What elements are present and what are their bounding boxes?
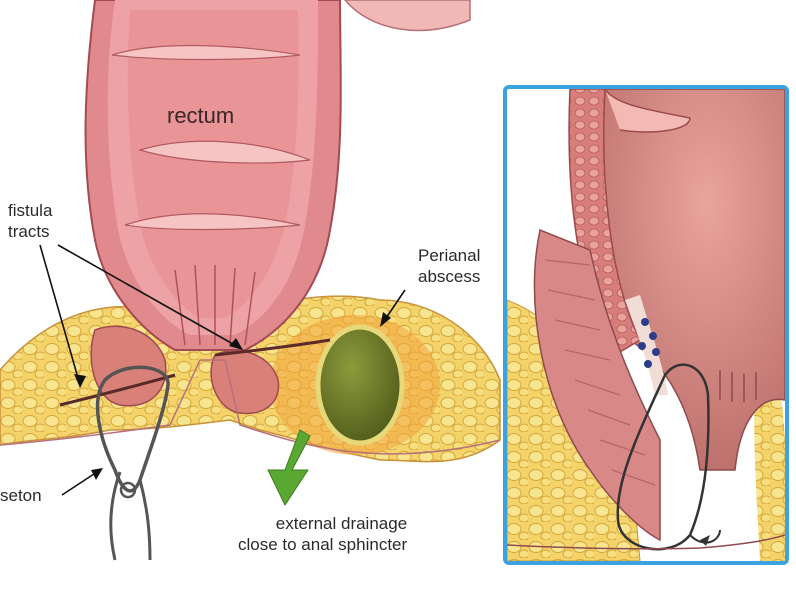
leader-line <box>39 244 81 386</box>
rectal-fold <box>137 140 311 164</box>
drainage-arrow <box>267 429 311 507</box>
leader-line <box>57 244 241 349</box>
abscess-label-line1: Perianal <box>418 246 481 265</box>
seton-label: seton <box>0 486 42 505</box>
seton-loop <box>95 365 170 493</box>
fistula-label-line2: tracts <box>8 222 50 241</box>
rectum-label: rectum <box>167 103 235 128</box>
rectal-fold <box>111 44 301 61</box>
fistula-tract <box>59 373 176 407</box>
rectal-fold <box>124 213 301 231</box>
abscess-label-line2: abscess <box>418 267 481 286</box>
intestine-loop <box>344 0 471 32</box>
drainage-label-line1: external drainage <box>275 514 408 533</box>
perianal-abscess-label: Perianal abscess <box>418 245 480 287</box>
left-sphincter <box>90 325 167 407</box>
fistula-tract <box>214 338 331 357</box>
skin-surface <box>0 359 501 455</box>
fistula-label-line1: fistula <box>8 201 53 220</box>
fistula-tracts-label: fistula tracts <box>8 200 78 242</box>
drainage-label: external drainage close to anal sphincte… <box>238 513 407 555</box>
perianal-abscess <box>315 324 405 446</box>
drainage-label-line2: close to anal sphincter <box>238 535 408 554</box>
